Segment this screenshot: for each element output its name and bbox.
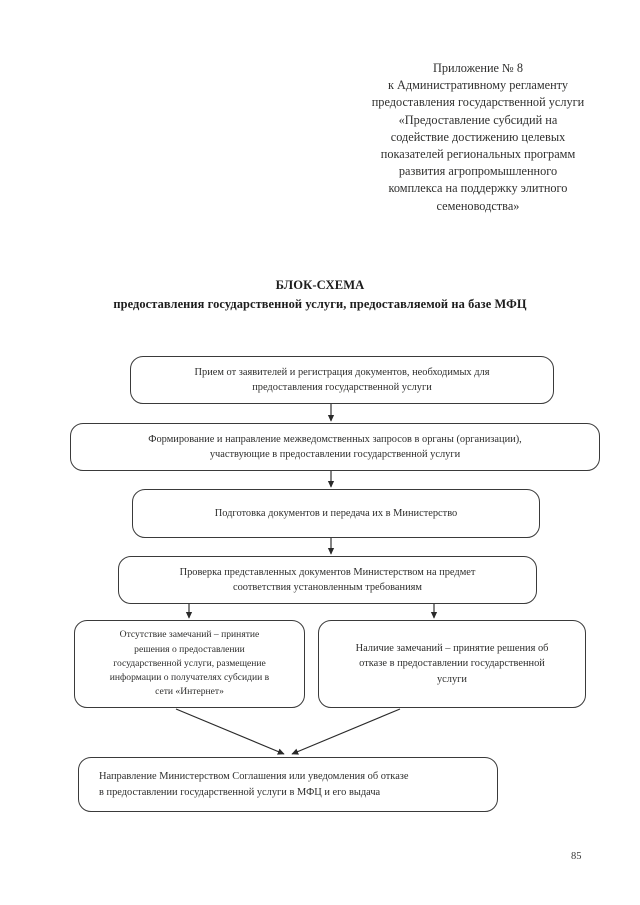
- flow-node-line: соответствия установленным требованиям: [232, 582, 423, 593]
- flow-node-line: Проверка представленных документов Минис…: [179, 566, 476, 578]
- flow-node-text: Подготовка документов и передача их в Ми…: [145, 506, 527, 521]
- edge-n5-n7: [175, 708, 285, 755]
- flow-node-line: информации о получателях субсидии в: [109, 672, 270, 684]
- appendix-header-line: семеноводства»: [436, 198, 520, 213]
- flow-node-line: Формирование и направление межведомствен…: [148, 433, 522, 445]
- appendix-header-line: «Предоставление субсидий на: [398, 112, 558, 127]
- flow-node-line: Отсутствие замечаний – принятие: [119, 629, 260, 641]
- flow-node-text: Проверка представленных документов Минис…: [131, 565, 524, 596]
- flow-node-line: государственной услуги, размещение: [113, 657, 266, 669]
- flow-node-verification: Проверка представленных документов Минис…: [118, 556, 537, 604]
- edge-n6-n7: [291, 708, 401, 755]
- appendix-header-line: Приложение № 8: [432, 61, 524, 75]
- flow-node-approval-branch: Отсутствие замечаний – принятие решения …: [74, 620, 305, 708]
- flow-node-text: Формирование и направление межведомствен…: [83, 432, 587, 463]
- page-title: БЛОК-СХЕМА предоставления государственно…: [0, 276, 640, 314]
- flow-node-line: Подготовка документов и передача их в Ми…: [214, 507, 458, 519]
- flow-node-text: Направление Министерством Соглашения или…: [91, 769, 485, 800]
- appendix-header-line: показателей региональных программ: [380, 147, 576, 162]
- appendix-header-line: развития агропромышленного: [398, 164, 558, 179]
- appendix-header: Приложение № 8 к Административному регла…: [333, 60, 623, 215]
- flow-node-line: предоставления государственной услуги: [252, 382, 432, 393]
- flow-node-line: участвующие в предоставлении государстве…: [209, 449, 461, 460]
- flow-node-text: Наличие замечаний – принятие решения об …: [331, 641, 573, 687]
- appendix-header-line: к Административному регламенту: [387, 78, 569, 93]
- page-title-subheading: предоставления государственной услуги, п…: [113, 297, 527, 311]
- flow-node-final-delivery: Направление Министерством Соглашения или…: [78, 757, 498, 812]
- page-title-heading: БЛОК-СХЕМА: [275, 278, 365, 292]
- flow-node-line: отказе в предоставлении государственной: [359, 658, 545, 670]
- flow-node-text: Прием от заявителей и регистрация докуме…: [143, 365, 541, 396]
- flow-node-prepare-documents: Подготовка документов и передача их в Ми…: [132, 489, 540, 538]
- flow-node-line: услуги: [436, 673, 467, 685]
- appendix-header-line: предоставления государственной услуги: [371, 95, 585, 110]
- flow-node-line: Прием от заявителей и регистрация докуме…: [194, 366, 490, 378]
- flow-node-line: в предоставлении государственной услуги …: [99, 786, 381, 798]
- flow-node-interagency-requests: Формирование и направление межведомствен…: [70, 423, 600, 471]
- appendix-header-line: содействие достижению целевых: [390, 129, 566, 144]
- flow-node-line: решения о предоставлении: [134, 643, 245, 655]
- appendix-header-line: комплекса на поддержку элитного: [388, 181, 568, 196]
- flow-node-text: Отсутствие замечаний – принятие решения …: [87, 628, 292, 699]
- flow-node-line: Направление Министерством Соглашения или…: [99, 771, 409, 783]
- page-number: 85: [571, 851, 582, 862]
- flow-node-refusal-branch: Наличие замечаний – принятие решения об …: [318, 620, 586, 708]
- flow-node-line: Наличие замечаний – принятие решения об: [355, 642, 549, 654]
- flow-node-line: сети «Интернет»: [155, 686, 224, 698]
- flow-node-intake: Прием от заявителей и регистрация докуме…: [130, 356, 554, 404]
